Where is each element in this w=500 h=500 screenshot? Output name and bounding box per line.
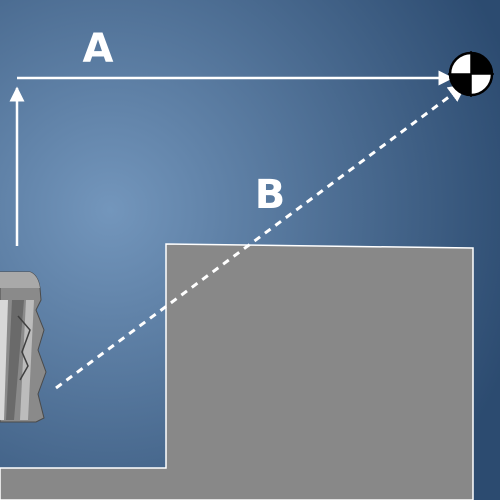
- path-b-dashed-arrow: [55, 83, 467, 390]
- datum-target-icon: [448, 51, 494, 97]
- label-b: B: [255, 172, 286, 218]
- end-mill-cutter-icon: [0, 271, 47, 423]
- label-a: A: [83, 26, 114, 72]
- workpiece: [0, 243, 474, 500]
